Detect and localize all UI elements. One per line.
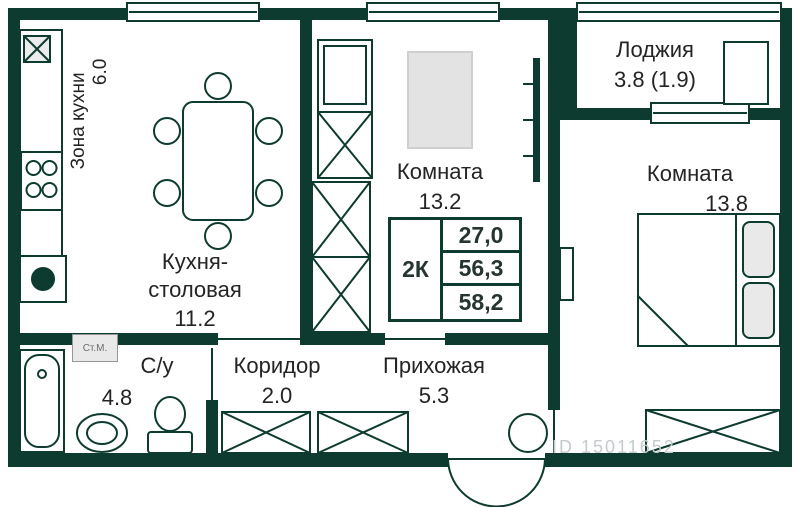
- apartment-spec-table: 2К 27,0 56,3 58,2: [388, 217, 522, 322]
- closet-room1-left: [311, 181, 371, 333]
- wall-bottom-right: [545, 453, 792, 467]
- stove-icon: [20, 151, 63, 211]
- sink-icon: [76, 413, 128, 453]
- wardrobe-room1-top: [317, 39, 373, 179]
- entry-door-threshold: [448, 458, 545, 460]
- spec-row-area: 56,3: [443, 253, 519, 286]
- radiator-icon: [523, 58, 540, 182]
- stool: [508, 413, 548, 453]
- corridor-block: Коридор 2.0: [218, 352, 336, 409]
- kitchen-sink-icon: [19, 255, 67, 303]
- loggia-window-panel: [723, 41, 769, 105]
- washing-machine: Ст.М.: [72, 334, 118, 362]
- apartment-type: 2К: [391, 220, 443, 319]
- wardrobe-room2: [645, 409, 781, 454]
- door-panel-room2: [559, 247, 574, 301]
- entry-door-arc: [447, 457, 546, 507]
- kitchen-dining-label: Кухня-столовая: [148, 249, 242, 302]
- kitchen-dining-area: 11.2: [174, 306, 216, 331]
- wall-rooms-divider-upper: [548, 8, 577, 120]
- door-opening-room1: [385, 338, 445, 340]
- wall-hallway-room-divider: [548, 345, 560, 410]
- hallway-area: 5.3: [418, 382, 450, 408]
- window-loggia-room: [650, 102, 750, 124]
- wall-loggia-bottom-right: [748, 108, 792, 120]
- wardrobe-hallway-1: [221, 411, 311, 454]
- wall-bottom-left: [8, 453, 448, 467]
- room1-block: Комната 13.2: [378, 158, 502, 215]
- bathroom-area-block: 4.8: [87, 384, 147, 412]
- kitchen-zone-label: Зона кухни: [68, 72, 90, 170]
- window-room1: [366, 2, 500, 22]
- room2-block: Комната 13.8: [628, 160, 752, 217]
- wall-right: [780, 8, 792, 467]
- wardrobe-hallway-2: [317, 411, 409, 454]
- spec-row-total: 58,2: [458, 289, 504, 315]
- hallway-label: Прихожая: [383, 353, 485, 378]
- room1-area: 13.2: [418, 188, 462, 214]
- bathroom-area: 4.8: [101, 385, 133, 410]
- loggia-area: 3.8 (1.9): [614, 66, 696, 92]
- corridor-label: Коридор: [233, 353, 321, 378]
- bed: [637, 213, 781, 347]
- wall-top-left: [8, 8, 128, 20]
- watermark: ID 15011652: [552, 437, 676, 457]
- door-opening-room2: [553, 410, 555, 453]
- threshold-kitchen-corridor: [218, 338, 300, 340]
- door-opening-bathroom: [211, 348, 213, 400]
- wall-rooms-divider: [548, 120, 560, 345]
- dining-table: [153, 72, 283, 250]
- window-loggia: [576, 2, 782, 22]
- kitchen-zone-area: 6.0: [90, 58, 112, 86]
- wall-room1-bottom-left: [300, 333, 385, 345]
- wall-left: [8, 8, 20, 467]
- hallway-block: Прихожая 5.3: [372, 352, 496, 409]
- room2-area: 13.8: [705, 190, 748, 216]
- wall-loggia-bottom-left: [565, 108, 652, 120]
- toilet-icon: [147, 396, 193, 454]
- bathroom-label: С/у: [140, 353, 174, 378]
- loggia-block: Лоджия 3.8 (1.9): [578, 36, 732, 93]
- wall-room1-bottom-right: [445, 333, 560, 345]
- wall-kitchen-room-divider: [300, 8, 312, 345]
- washing-machine-label: Ст.М.: [82, 342, 108, 354]
- wall-bathroom-right: [206, 400, 218, 453]
- spec-row-living: 27,0: [443, 220, 519, 253]
- loggia-label: Лоджия: [616, 37, 694, 62]
- bathroom-label-block: С/у: [117, 352, 197, 380]
- room1-label: Комната: [396, 159, 484, 184]
- bathtub-icon: [19, 349, 65, 453]
- wall-top-middle: [258, 8, 368, 20]
- corridor-area: 2.0: [261, 382, 293, 408]
- rug: [407, 51, 473, 149]
- kitchen-dining-block: Кухня-столовая 11.2: [122, 248, 268, 333]
- room2-label: Комната: [646, 161, 734, 186]
- window-kitchen: [126, 2, 260, 22]
